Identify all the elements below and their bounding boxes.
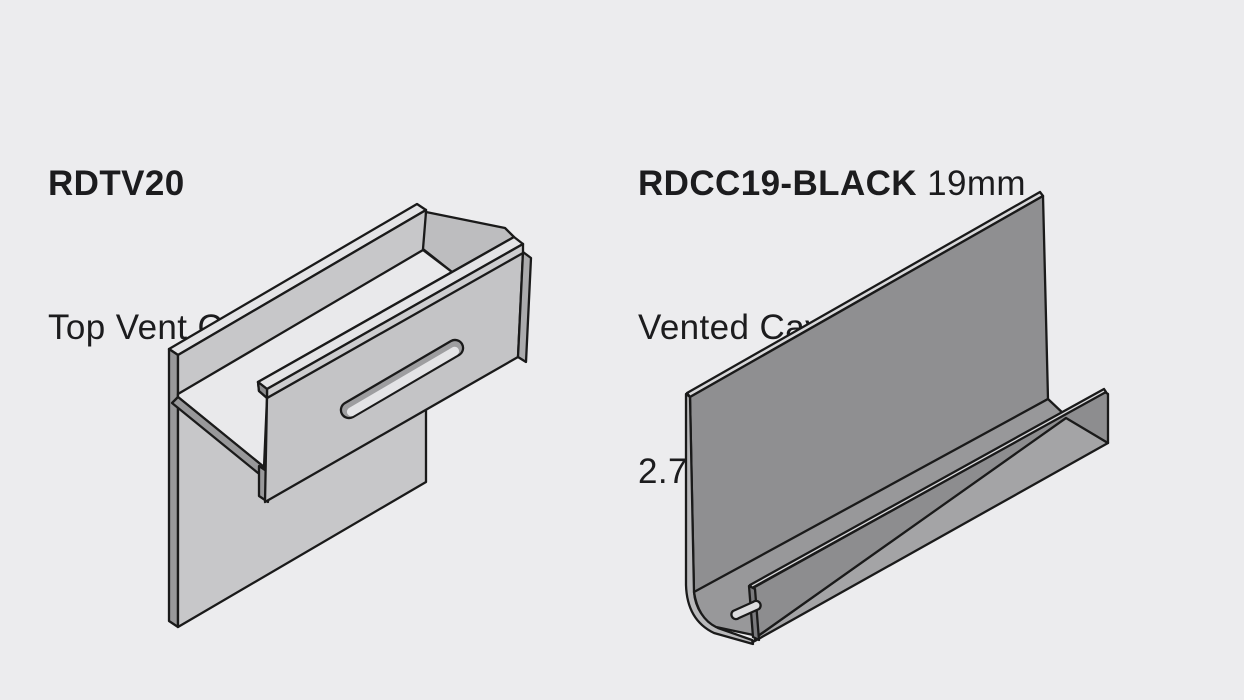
vent-slot-hole <box>346 346 460 417</box>
front-plate-right-end <box>516 250 533 364</box>
product-code: RDCC19-BLACK <box>638 164 917 203</box>
rdtv20-illustration <box>167 202 533 629</box>
front-lip-end-cut <box>747 584 761 642</box>
back-panel-left-edge <box>167 347 180 629</box>
product-code-line: RDCC19-BLACK 19mm <box>638 160 1026 208</box>
vent-slot <box>730 599 762 621</box>
lip-left-end <box>256 380 269 400</box>
product-code-line: RDTV20 <box>48 160 411 208</box>
product-code-suffix: 19mm <box>916 164 1026 203</box>
rdcc19-illustration <box>684 190 1110 646</box>
product-code: RDTV20 <box>48 164 185 203</box>
